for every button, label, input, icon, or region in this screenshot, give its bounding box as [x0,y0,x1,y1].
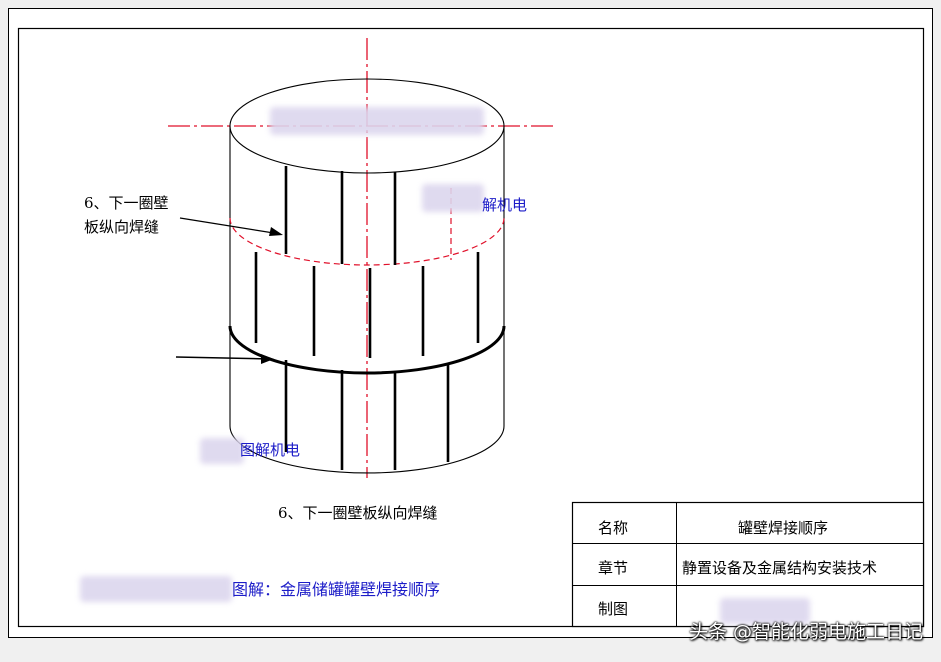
upper-watermark-fragment: 解机电 [482,196,528,214]
redaction-blur-top [270,107,484,135]
upper-seam-label-line1: 6、下一圈壁 [84,194,169,212]
lower-watermark-fragment: 图解机电 [240,441,301,459]
lower-girth-seam [228,325,506,375]
site-watermark: 头条 @智能化弱电施工日记 [688,621,923,643]
title-block-value-chapter: 静置设备及金属结构安装技术 [682,559,878,577]
redaction-blur-drawer [720,598,810,624]
title-block-key-name: 名称 [598,519,629,537]
outer-frame [8,8,933,638]
redaction-blur-upper-right [422,184,484,212]
upper-seam-arrowhead [269,227,283,236]
title-block-key-chapter: 章节 [598,559,629,577]
redaction-blur-caption [80,576,232,602]
upper-girth-seam-hidden [229,217,505,266]
tank-bottom-arc [229,425,505,474]
lower-seam-label: 6、下一圈壁板纵向焊缝 [278,504,438,522]
girth-seam-leader [175,356,271,360]
redaction-blur-lower-left [200,438,244,464]
diagram-caption: 图解：金属储罐罐壁焊接顺序 [232,580,441,599]
drawing-sheet: 6、下一圈壁 板纵向焊缝 解机电 图解机电 6、下一圈壁板纵向焊缝 图解：金属储… [8,8,933,638]
girth-seam-arrowhead [261,354,274,364]
upper-seam-label-line2: 板纵向焊缝 [84,218,160,236]
tank-drawing [8,8,933,638]
title-block-key-drawer: 制图 [598,600,629,618]
title-block-value-name: 罐壁焊接顺序 [738,519,829,537]
inner-frame [17,27,925,628]
upper-seam-leader [179,217,281,235]
